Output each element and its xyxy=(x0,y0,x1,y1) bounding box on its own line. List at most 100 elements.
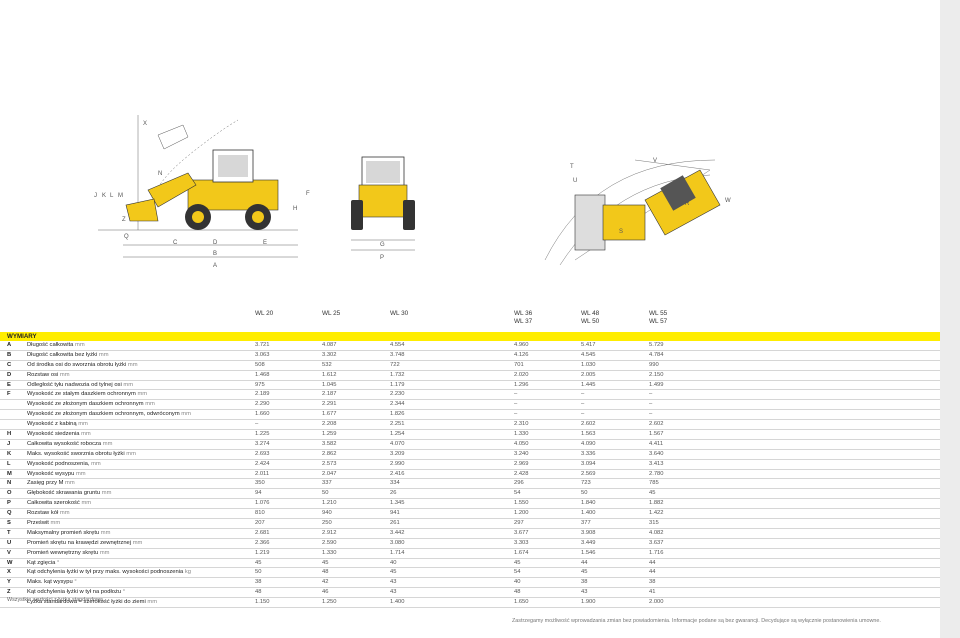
row-label: Wysokość siedzenia mm xyxy=(27,430,91,439)
row-value: – xyxy=(514,391,518,398)
row-value: 1.445 xyxy=(581,381,596,388)
row-value: 2.290 xyxy=(255,401,270,408)
row-value: 1.400 xyxy=(581,510,596,517)
dim-label: X xyxy=(143,121,147,127)
row-value: 4.126 xyxy=(514,351,529,358)
dim-label: U xyxy=(573,178,577,184)
row-label: Całkowita wysokość robocza mm xyxy=(27,440,112,449)
front-view-drawing: G P xyxy=(351,156,415,261)
row-label: Rozstaw osi mm xyxy=(27,371,70,380)
row-value: 44 xyxy=(649,569,656,576)
row-value: 44 xyxy=(649,559,656,566)
dim-label: J xyxy=(94,193,97,199)
row-value: 2.291 xyxy=(322,401,337,408)
dim-label: W xyxy=(725,198,731,204)
row-value: 2.569 xyxy=(581,470,596,477)
row-value: 40 xyxy=(390,559,397,566)
row-value: 48 xyxy=(514,589,521,596)
row-value: 3.582 xyxy=(322,440,337,447)
row-value: 1.330 xyxy=(514,431,529,438)
row-label: Głębokość skrawania gruntu mm xyxy=(27,489,111,498)
dim-label: Q xyxy=(124,234,129,240)
row-unit: ° xyxy=(56,559,60,566)
row-letter: D xyxy=(7,371,12,378)
row-letter: S xyxy=(7,520,11,527)
row-value: 941 xyxy=(390,510,400,517)
row-value: 1.650 xyxy=(514,599,529,606)
row-unit: mm xyxy=(99,549,110,556)
row-value: 2.150 xyxy=(649,371,664,378)
row-value: 1.546 xyxy=(581,549,596,556)
row-value: 3.274 xyxy=(255,440,270,447)
row-value: 43 xyxy=(390,579,397,586)
row-letter: V xyxy=(7,549,11,556)
row-label: Wysokość podnoszenia, mm xyxy=(27,460,101,469)
row-value: 2.020 xyxy=(514,371,529,378)
row-value: 2.251 xyxy=(390,421,405,428)
row-value: 50 xyxy=(322,490,329,497)
row-label: Odległość tyłu nadwozia od tylnej osi mm xyxy=(27,381,133,390)
row-value: 2.366 xyxy=(255,539,270,546)
row-value: 48 xyxy=(322,569,329,576)
dim-label: H xyxy=(293,206,297,212)
row-value: 3.721 xyxy=(255,342,270,348)
row-unit: kg xyxy=(184,569,192,576)
row-value: 1.330 xyxy=(322,549,337,556)
row-label: Kąt zgięcia ° xyxy=(27,559,59,568)
row-value: 4.784 xyxy=(649,351,664,358)
row-value: 1.045 xyxy=(322,381,337,388)
table-row: Wysokość ze złożonym daszkiem ochronnym … xyxy=(0,400,940,411)
row-letter: F xyxy=(7,391,11,398)
table-row: Wysokość ze złożonym daszkiem ochronnym,… xyxy=(0,410,940,421)
row-label-text: Promień wewnętrzny skrętu xyxy=(27,549,99,556)
row-unit: mm xyxy=(78,421,88,428)
row-value: 41 xyxy=(649,589,656,596)
row-unit: mm xyxy=(145,401,155,408)
row-value: 3.748 xyxy=(390,351,405,358)
row-value: 701 xyxy=(514,361,524,368)
row-value: 50 xyxy=(581,490,588,497)
row-value: 45 xyxy=(390,569,397,576)
row-value: 1.296 xyxy=(514,381,529,388)
row-value: 38 xyxy=(255,579,262,586)
row-unit: mm xyxy=(65,480,75,487)
dim-label: Z xyxy=(122,217,126,223)
row-value: 3.063 xyxy=(255,351,270,358)
row-label-text: Rozstaw osi xyxy=(27,371,59,378)
row-label-text: Wysokość podnoszenia, xyxy=(27,460,90,467)
row-value: 40 xyxy=(514,579,521,586)
row-value: 2.780 xyxy=(649,470,664,477)
row-value: 785 xyxy=(649,480,659,487)
row-value: 5.417 xyxy=(581,342,596,348)
row-value: 2.187 xyxy=(322,391,337,398)
row-value: 2.189 xyxy=(255,391,270,398)
row-value: 45 xyxy=(581,569,588,576)
row-value: 1.030 xyxy=(581,361,596,368)
row-letter: H xyxy=(7,431,12,438)
model-header: WL 36 WL 37 xyxy=(514,310,533,325)
row-value: 3.637 xyxy=(649,539,664,546)
row-letter: Y xyxy=(7,579,11,586)
row-value: 4.050 xyxy=(514,440,529,447)
row-value: 5.729 xyxy=(649,342,664,348)
row-value: 2.862 xyxy=(322,450,337,457)
row-label-text: Wysokość ze stałym daszkiem ochronnym xyxy=(27,391,136,398)
row-value: 1.714 xyxy=(390,549,405,556)
spec-page: N X J K L M Z F H Q C D E B A G P xyxy=(0,0,940,638)
row-unit: mm xyxy=(137,391,148,398)
row-letter: U xyxy=(7,539,12,546)
dim-label: A xyxy=(213,263,217,269)
row-value: 4.070 xyxy=(390,440,405,447)
row-value: 3.080 xyxy=(390,539,405,546)
row-label-text: Maksymalny promień skrętu xyxy=(27,529,100,536)
row-value: 2.590 xyxy=(322,539,337,546)
row-value: 1.200 xyxy=(514,510,529,517)
row-value: 45 xyxy=(255,559,262,566)
